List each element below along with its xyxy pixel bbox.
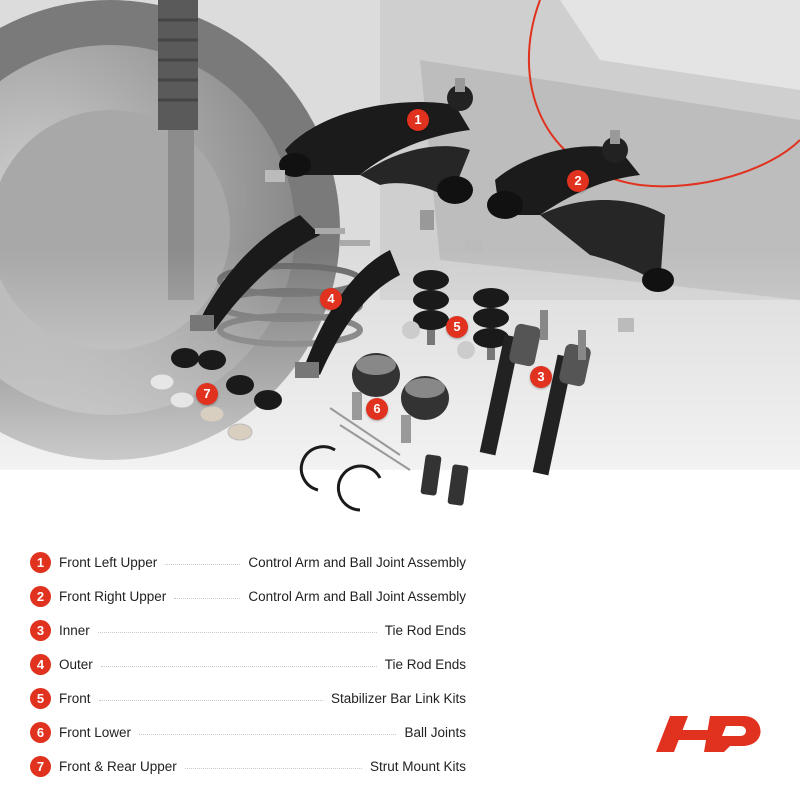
legend-number-badge: 5 bbox=[30, 687, 51, 709]
legend-leader-dots bbox=[98, 699, 323, 701]
legend-part-description: Control Arm and Ball Joint Assembly bbox=[248, 588, 466, 604]
legend-part-description: Tie Rod Ends bbox=[384, 622, 466, 638]
legend-part-position: Inner bbox=[59, 622, 90, 638]
legend-part-position: Front Lower bbox=[59, 724, 132, 740]
stabilizer-links bbox=[402, 270, 509, 360]
strut-boot bbox=[158, 0, 198, 130]
legend-row-7: 7 Front & Rear Upper Strut Mount Kits bbox=[30, 749, 466, 783]
legend-leader-dots bbox=[174, 597, 241, 599]
legend-row-6: 6 Front Lower Ball Joints bbox=[30, 715, 466, 749]
outer-tie-rod-ends bbox=[190, 215, 400, 378]
legend-leader-dots bbox=[139, 733, 397, 735]
callout-4: 4 bbox=[320, 288, 342, 310]
legend-leader-dots bbox=[184, 767, 362, 769]
legend-row-2: 2 Front Right Upper Control Arm and Ball J… bbox=[30, 579, 466, 613]
strut-mount-kits bbox=[149, 348, 282, 441]
legend-part-position: Front Left Upper bbox=[59, 554, 158, 570]
snap-rings bbox=[299, 445, 382, 512]
callout-3: 3 bbox=[530, 366, 552, 388]
product-photo: 1 2 3 4 5 6 7 bbox=[0, 0, 800, 530]
legend-part-position: Front & Rear Upper bbox=[59, 758, 177, 774]
callout-7: 7 bbox=[196, 383, 218, 405]
legend-number-badge: 3 bbox=[30, 619, 51, 641]
boot-ribs bbox=[158, 18, 198, 102]
legend-part-position: Outer bbox=[59, 656, 93, 672]
ball-joints bbox=[329, 353, 449, 471]
legend-row-1: 1 Front Left Upper Control Arm and Ball Jo… bbox=[30, 545, 466, 579]
callout-5: 5 bbox=[446, 316, 468, 338]
legend-number-badge: 1 bbox=[30, 551, 51, 573]
legend-leader-dots bbox=[165, 563, 241, 565]
legend-part-description: Ball Joints bbox=[404, 724, 466, 740]
callout-1: 1 bbox=[407, 109, 429, 131]
legend-part-position: Front bbox=[59, 690, 91, 706]
suspension-kit-illustration bbox=[0, 0, 800, 530]
legend-row-5: 5 Front Stabilizer Bar Link Kits bbox=[30, 681, 466, 715]
a-premium-logo bbox=[656, 716, 761, 752]
legend-leader-dots bbox=[100, 665, 377, 667]
inner-tie-rod-ends bbox=[479, 310, 591, 476]
legend-number-badge: 6 bbox=[30, 721, 51, 743]
callout-2: 2 bbox=[567, 170, 589, 192]
legend-part-description: Tie Rod Ends bbox=[384, 656, 466, 672]
legend-part-position: Front Right Upper bbox=[59, 588, 167, 604]
sleeves bbox=[420, 454, 469, 506]
accent-line bbox=[527, 0, 800, 188]
legend-row-3: 3 Inner Tie Rod Ends bbox=[30, 613, 466, 647]
legend-leader-dots bbox=[97, 631, 377, 633]
legend-row-4: 4 Outer Tie Rod Ends bbox=[30, 647, 466, 681]
legend-part-description: Strut Mount Kits bbox=[369, 758, 466, 774]
legend-number-badge: 4 bbox=[30, 653, 51, 675]
legend-part-description: Control Arm and Ball Joint Assembly bbox=[248, 554, 466, 570]
legend-number-badge: 7 bbox=[30, 755, 51, 777]
legend-part-description: Stabilizer Bar Link Kits bbox=[330, 690, 466, 706]
background-bottom bbox=[0, 470, 800, 530]
callout-6: 6 bbox=[366, 398, 388, 420]
body-panel bbox=[560, 0, 800, 90]
legend-number-badge: 2 bbox=[30, 585, 51, 607]
